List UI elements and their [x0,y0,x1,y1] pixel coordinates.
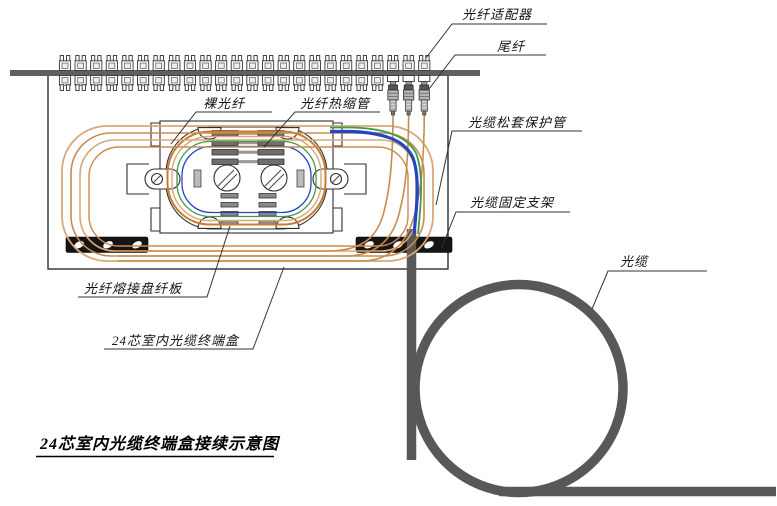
optical-cable-coil [410,279,628,498]
figure-title: 24芯室内光缆终端盒接续示意图 [39,435,281,453]
loose-tube [330,126,423,235]
tray-bracket-right [344,163,367,195]
label-pigtail: 尾纤 [497,39,526,54]
label-cable-fixing-bracket: 光缆固定支架 [470,195,555,210]
screw-left [213,164,241,192]
label-optical-cable: 光缆 [620,254,649,269]
screw-right [260,164,288,192]
label-splice-tray: 光纤熔接盘纤板 [84,281,183,296]
label-heat-shrink-tube: 光纤热缩管 [300,96,371,111]
tray-fiber-coil [166,130,327,226]
tray-bracket-left [126,163,149,195]
optical-cable [406,229,776,498]
label-fiber-adapter: 光纤适配器 [462,7,532,22]
callout-lines [78,23,707,350]
label-bare-fiber: 裸光纤 [203,96,246,111]
splice-tray [126,120,367,234]
label-termination-box: 24芯室内光缆终端盒 [112,333,240,348]
label-loose-tube-protector: 光缆松套保护管 [468,115,567,130]
tray-post-right [296,169,305,188]
tray-post-left [193,169,202,188]
